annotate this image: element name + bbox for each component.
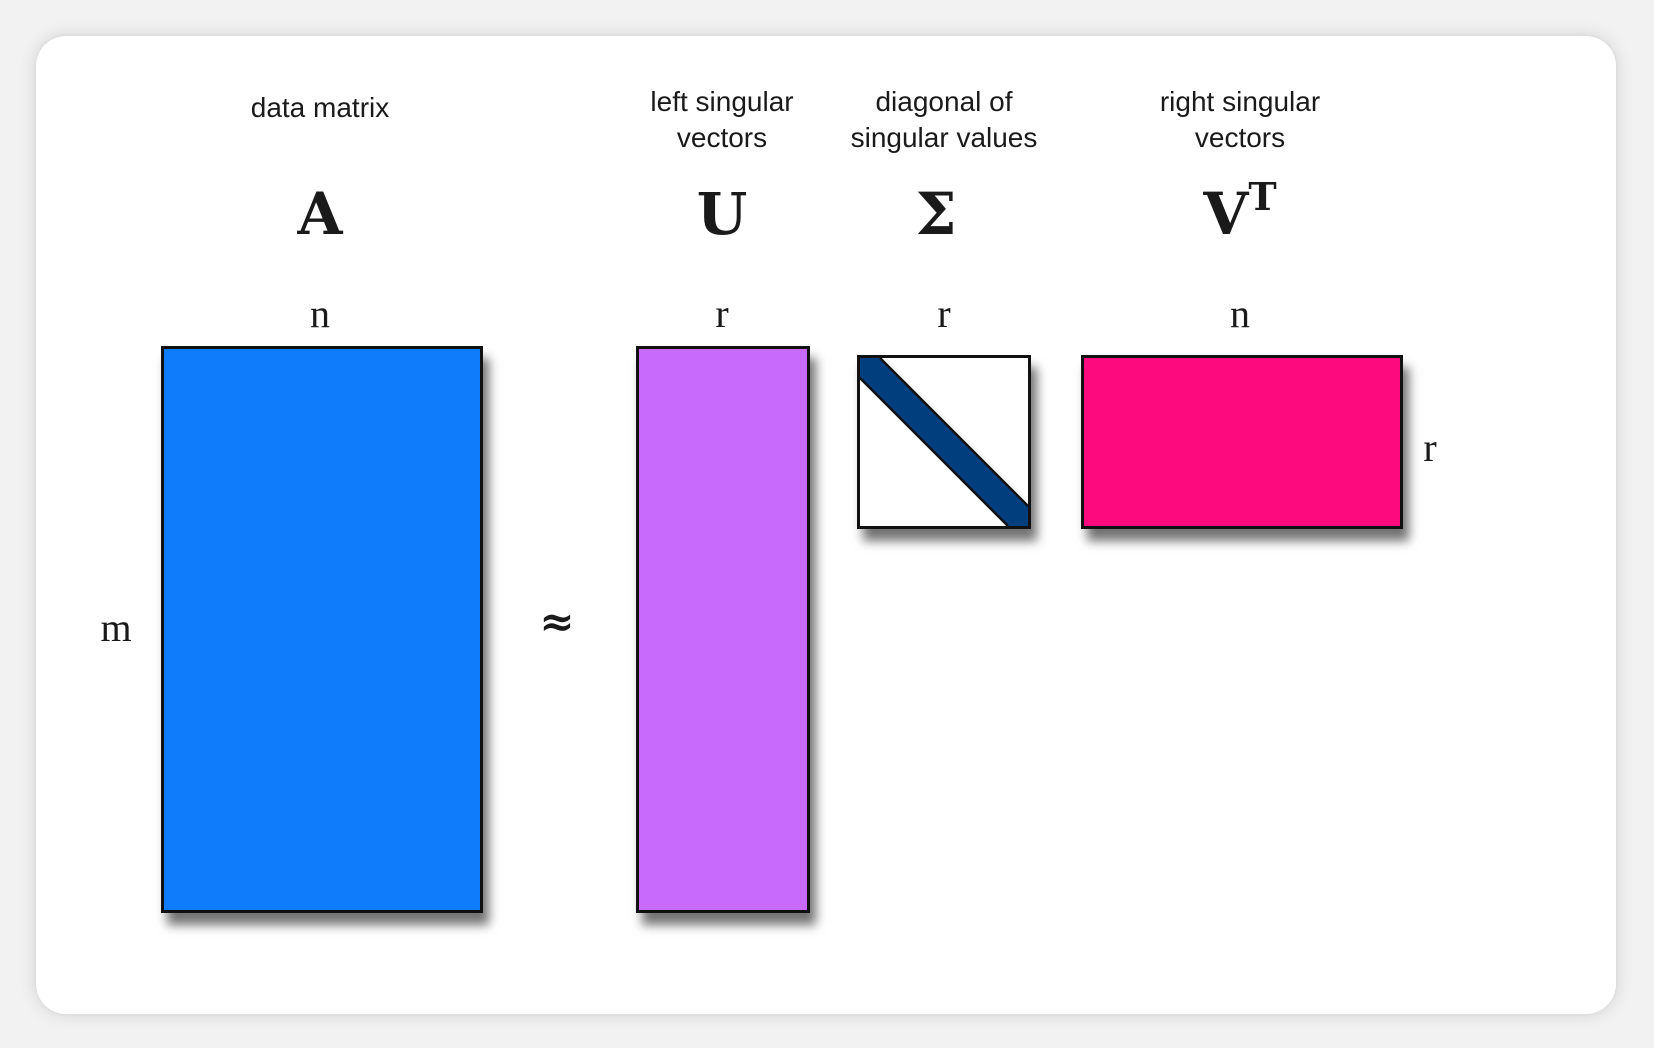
heading-left-singular-vectors: left singular vectors xyxy=(650,86,794,153)
dim-A-cols: n xyxy=(310,291,330,336)
matrix-VT xyxy=(1081,355,1403,529)
heading-diagonal-singular-values: diagonal of singular values xyxy=(850,86,1038,153)
matrix-U xyxy=(636,346,810,913)
symbol-V-transpose: VT xyxy=(1203,178,1276,248)
matrix-A xyxy=(161,346,483,913)
heading-right-singular-vectors: right singular vectors xyxy=(1159,86,1321,153)
matrix-sigma xyxy=(857,355,1031,529)
sigma-diagonal-band xyxy=(860,358,1028,526)
dim-U-cols: r xyxy=(715,291,729,336)
symbol-V: V xyxy=(1203,180,1249,248)
symbol-U: U xyxy=(696,180,748,248)
symbol-sigma: Σ xyxy=(915,180,957,248)
sigma-diagonal-graphic xyxy=(860,358,1028,526)
dim-A-rows: m xyxy=(100,605,132,650)
dim-VT-cols: n xyxy=(1230,291,1250,336)
approx-operator: ≈ xyxy=(539,597,575,646)
symbol-A: A xyxy=(297,180,343,248)
dim-VT-rows: r xyxy=(1423,425,1437,470)
heading-data-matrix: data matrix xyxy=(250,92,390,123)
symbol-transpose-superscript: T xyxy=(1248,174,1277,219)
dim-sigma-cols: r xyxy=(937,291,951,336)
